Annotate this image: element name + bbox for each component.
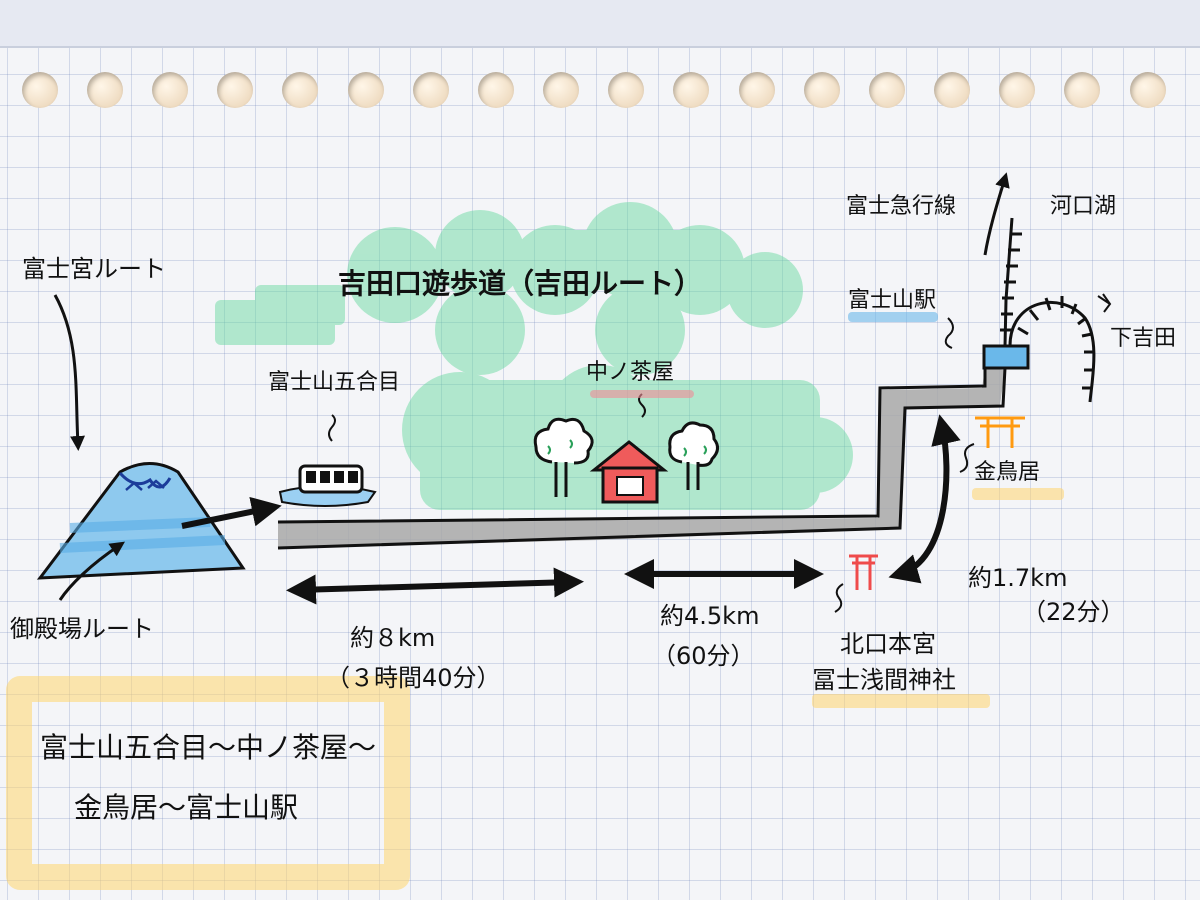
tree-icon xyxy=(533,417,594,497)
summary-line1: 富士山五合目～中ノ茶屋～ xyxy=(40,731,377,764)
kanadorii-label: 金鳥居 xyxy=(974,460,1041,485)
binder-holes xyxy=(0,72,1200,122)
shrine-label-line2: 冨士浅間神社 xyxy=(812,666,956,694)
arrow-icon xyxy=(1097,293,1112,313)
station-icon xyxy=(982,344,1030,370)
kanadorii-pointer-icon xyxy=(959,443,975,473)
station-pointer-icon xyxy=(944,317,954,349)
gotemba-route-label: 御殿場ルート xyxy=(10,615,154,643)
distance-arrow-icon xyxy=(888,414,961,584)
teahouse-icon xyxy=(589,440,669,504)
railway-label: 富士急行線 xyxy=(846,194,957,219)
shrine-label-line1: 北口本宮 xyxy=(840,630,936,658)
segment2-distance: 約4.5km xyxy=(660,602,760,630)
distance-arrow-icon xyxy=(286,567,584,605)
forest-area xyxy=(215,202,853,510)
bus-icon xyxy=(278,464,377,507)
nakanochaya-label: 中ノ茶屋 xyxy=(586,360,675,385)
railway-icon xyxy=(1000,217,1096,403)
segment3-distance: 約1.7km xyxy=(968,564,1068,592)
shimoyoshida-label: 下吉田 xyxy=(1110,326,1177,351)
segment2-time: （60分） xyxy=(652,642,755,670)
main-trail xyxy=(277,367,1007,550)
arrow-icon xyxy=(983,172,1010,256)
torii-icon xyxy=(849,554,878,590)
summary-highlight-box xyxy=(6,676,410,890)
kawaguchiko-label: 河口湖 xyxy=(1050,194,1117,219)
segment1-distance: 約８km xyxy=(350,624,436,652)
map-title: 吉田口遊歩道（吉田ルート） xyxy=(338,267,703,300)
fujinomiya-route-label: 富士宮ルート xyxy=(22,255,166,283)
fujisan-station-label: 富士山駅 xyxy=(848,288,937,313)
shrine-pointer-icon xyxy=(834,583,844,613)
segment3-time: （22分） xyxy=(1022,598,1125,626)
gotemba-arrow-icon xyxy=(58,541,125,601)
gogome-pointer-icon xyxy=(328,414,336,442)
gogome-label: 富士山五合目 xyxy=(268,370,401,395)
notebook-top-edge xyxy=(0,0,1200,48)
summary-line2: 金鳥居～富士山駅 xyxy=(74,791,299,824)
mountain-to-gogome-arrow-icon xyxy=(181,496,282,529)
fujinomiya-arrow-icon xyxy=(53,294,86,451)
torii-icon xyxy=(975,416,1025,448)
tree-icon xyxy=(668,421,719,490)
segment1-time: （３時間40分） xyxy=(326,664,501,692)
